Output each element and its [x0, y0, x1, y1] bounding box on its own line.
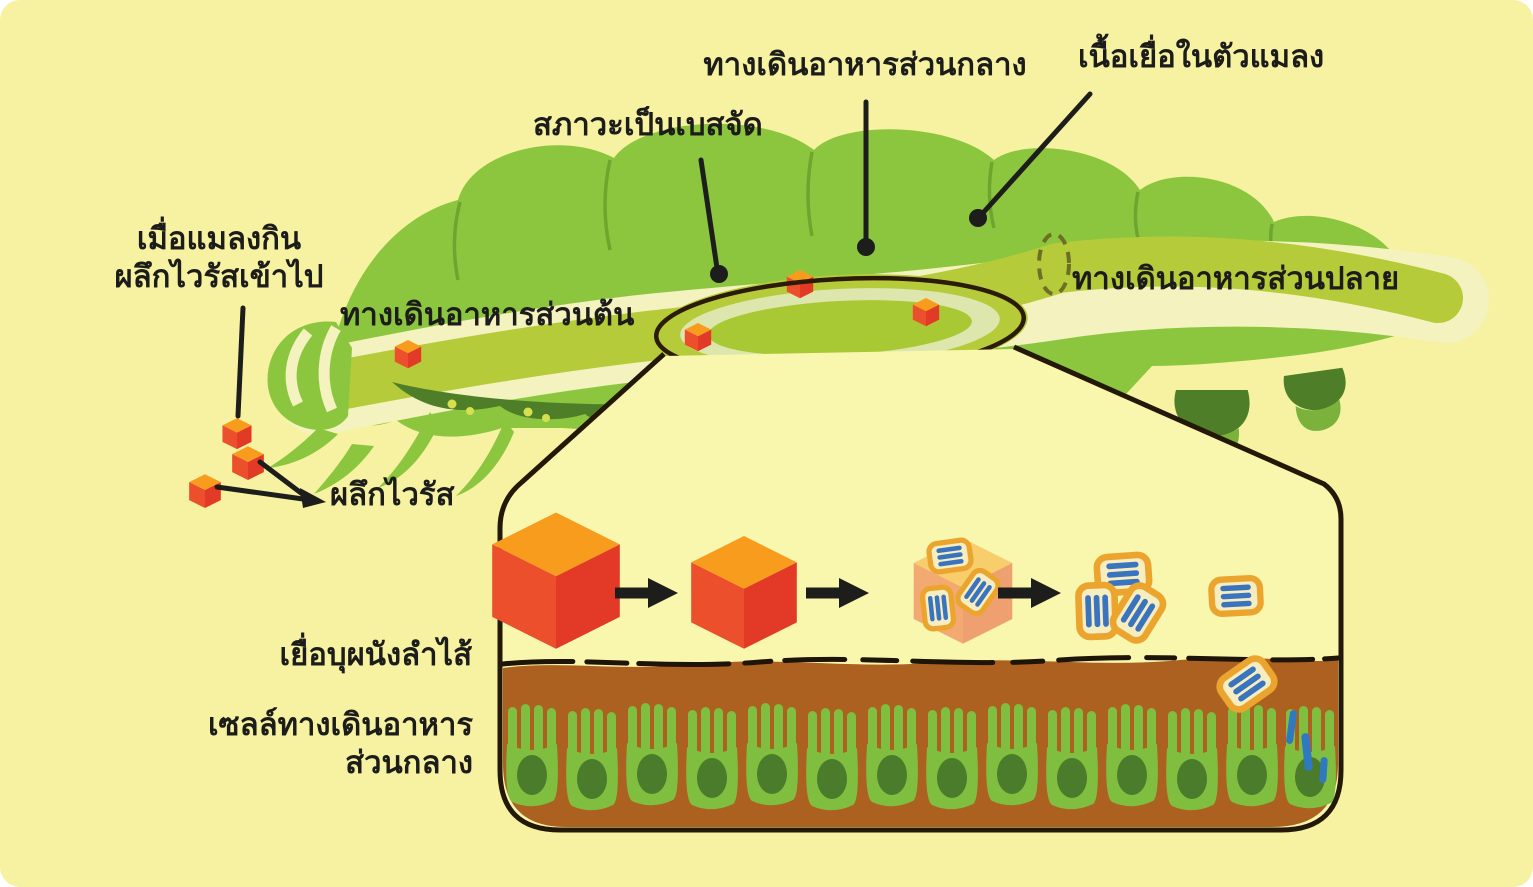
membrane-top-line — [500, 655, 1341, 668]
arrow-1 — [615, 578, 678, 608]
label-when-insect-eats-line1: เมื่อแมลงกิน — [136, 221, 302, 256]
label-hindgut: ทางเดินอาหารส่วนปลาย — [1072, 261, 1400, 296]
label-midgut-cells-line2: ส่วนกลาง — [345, 745, 473, 780]
label-strong-base-condition: สภาวะเป็นเบสจัด — [533, 107, 763, 142]
label-gut-lining: เยื่อบุผนังลำไส้ — [279, 637, 472, 672]
label-virus-crystal: ผลึกไวรัส — [330, 477, 455, 512]
label-tissue-in-insect: เนื้อเยื่อในตัวแมลง — [1078, 39, 1325, 74]
inset-panel-border — [497, 344, 1344, 833]
nucleocapsid-rods — [1286, 710, 1328, 784]
arrow-2 — [806, 578, 869, 608]
inset-process — [492, 512, 1278, 714]
leader-lines — [214, 91, 1093, 502]
virus-crystals-outside — [189, 418, 264, 509]
label-when-insect-eats-line2: ผลึกไวรัสเข้าไป — [114, 259, 324, 294]
label-midgut-cells-line1: เซลล์ทางเดินอาหาร — [207, 707, 473, 742]
hindgut-dashed-ellipse — [1037, 232, 1071, 296]
head — [267, 321, 374, 494]
leader-dots — [300, 209, 987, 508]
label-foregut: ทางเดินอาหารส่วนต้น — [340, 297, 635, 332]
label-midgut-cells: เซลล์ทางเดินอาหาร ส่วนกลาง — [158, 706, 473, 782]
arrow-3 — [998, 578, 1061, 608]
label-midgut: ทางเดินอาหารส่วนกลาง — [703, 47, 1027, 82]
crystal-label-arrowhead — [300, 488, 326, 508]
midgut-region — [652, 274, 1028, 380]
gut-lining-and-cells — [500, 655, 1341, 827]
label-when-insect-eats: เมื่อแมลงกิน ผลึกไวรัสเข้าไป — [90, 220, 348, 296]
